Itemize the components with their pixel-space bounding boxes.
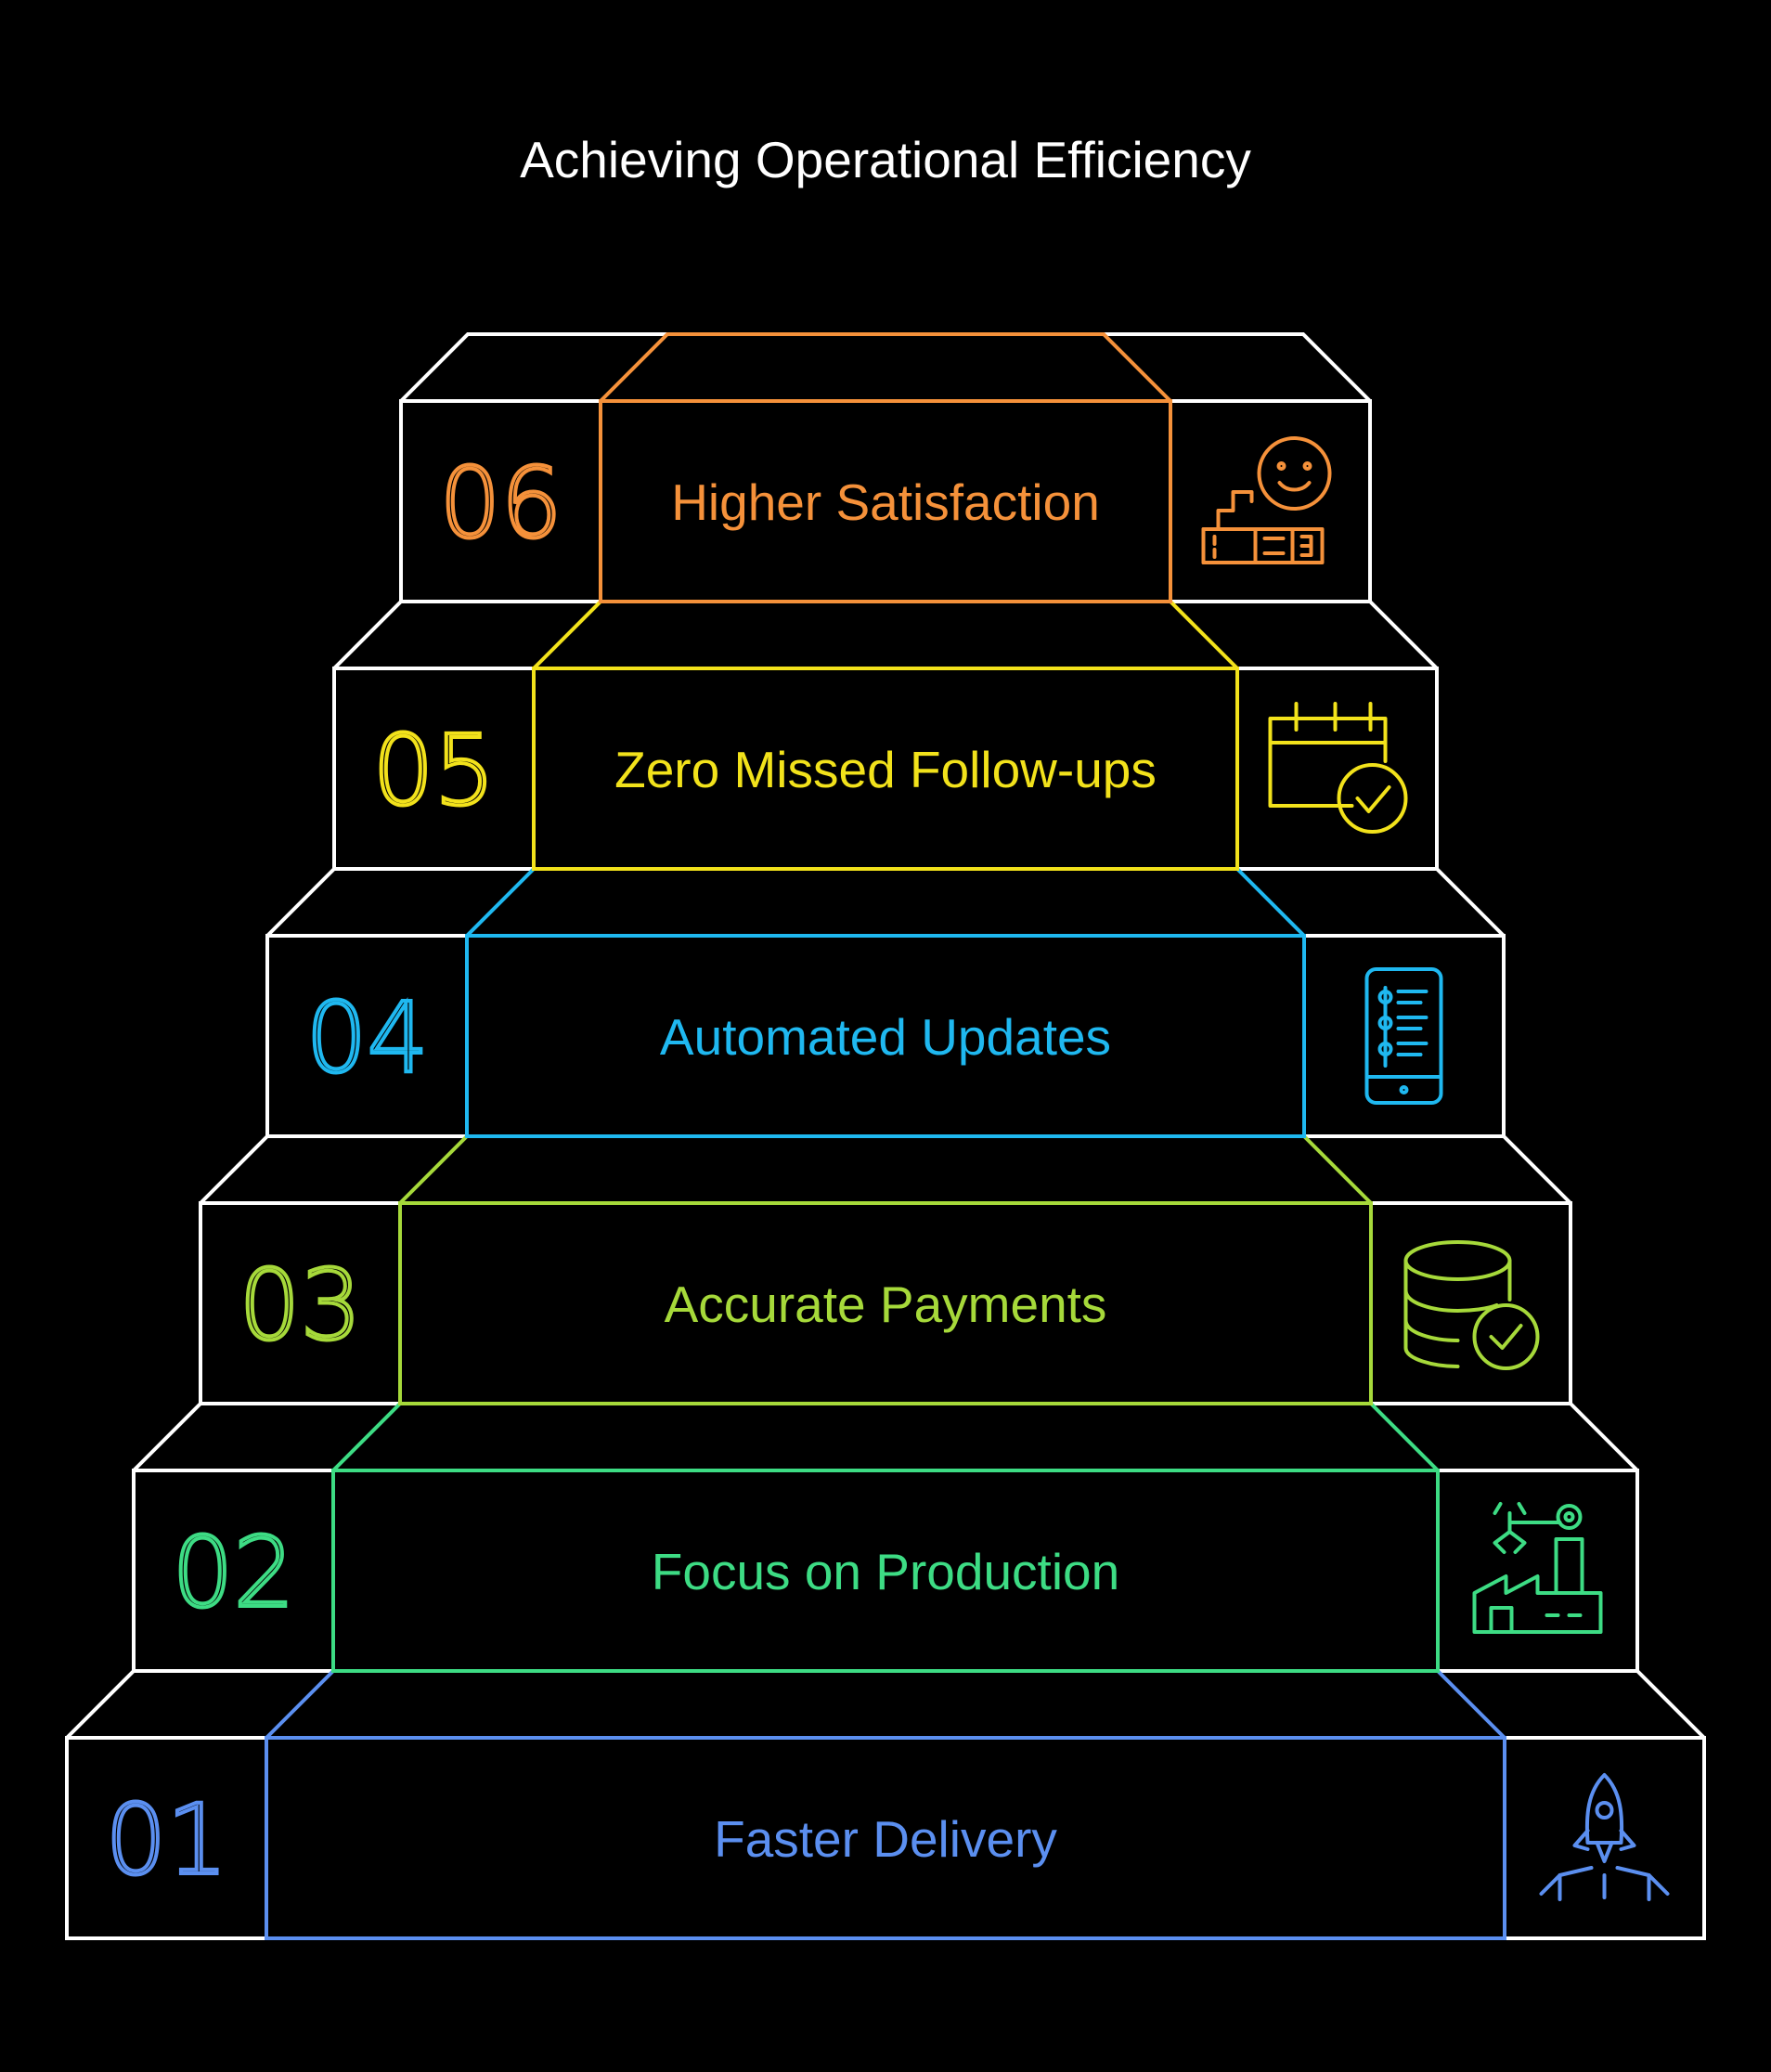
panel-face [398, 1201, 1373, 1405]
step-04-panel: 04 Automated Updates [304, 867, 1443, 1138]
step-label: Faster Delivery [714, 1810, 1057, 1868]
step-label: Automated Updates [660, 1008, 1111, 1066]
panel-tread [599, 332, 1172, 403]
step-label: Accurate Payments [665, 1276, 1107, 1333]
panel-tread [331, 1402, 1440, 1472]
diagram-title: Achieving Operational Efficiency [520, 131, 1251, 188]
step-number: 04 [305, 981, 428, 1094]
step-02-panel: 02 Focus on Production [170, 1402, 1603, 1673]
step-label: Focus on Production [652, 1543, 1119, 1600]
mobile-checklist-icon [1364, 967, 1443, 1105]
step-number: 05 [372, 714, 495, 827]
step-05-panel: 05 Zero Missed Follow-ups [370, 600, 1408, 871]
database-check-icon [1403, 1240, 1540, 1370]
panel-face [599, 399, 1172, 603]
step-number: 02 [172, 1516, 294, 1629]
step-number: 01 [105, 1783, 227, 1897]
calendar-check-icon [1268, 702, 1408, 834]
step-01-panel: 01 Faster Delivery [103, 1669, 1670, 1940]
step-01-outline [65, 1669, 1706, 1940]
panel-face [465, 934, 1306, 1138]
step-04-outline [265, 867, 1506, 1138]
step-number: 06 [439, 447, 562, 560]
rocket-launch-icon [1539, 1773, 1670, 1901]
step-03-outline [199, 1134, 1572, 1405]
panel-tread [265, 1669, 1506, 1740]
step-tread [199, 1134, 1572, 1205]
step-tread [265, 867, 1506, 938]
step-06-panel: 06 Higher Satisfaction [437, 332, 1332, 603]
step-03-panel: 03 Accurate Payments [237, 1134, 1540, 1405]
step-label: Zero Missed Follow-ups [614, 741, 1157, 798]
step-label: Higher Satisfaction [671, 473, 1100, 531]
step-tread [132, 1402, 1639, 1472]
smiley-rating-icon [1201, 436, 1332, 564]
step-tread [332, 600, 1439, 670]
step-number: 03 [239, 1249, 361, 1362]
step-tread [65, 1669, 1706, 1740]
panel-face [265, 1736, 1506, 1940]
panel-face [331, 1469, 1440, 1673]
step-tread [399, 332, 1372, 403]
panel-face [532, 667, 1239, 871]
panel-tread [398, 1134, 1373, 1205]
panel-tread [465, 867, 1306, 938]
panel-tread [532, 600, 1239, 670]
factory-robot-arm-icon [1472, 1502, 1603, 1634]
